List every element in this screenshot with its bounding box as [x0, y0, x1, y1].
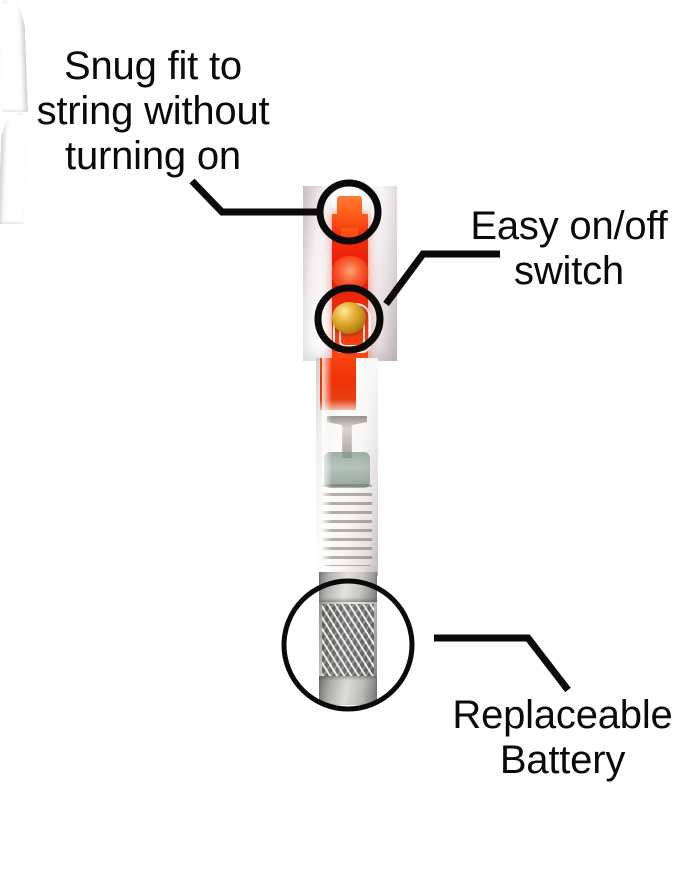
led-glow — [331, 256, 369, 290]
callout-label-snug-fit: Snug fit to string without turning on — [36, 44, 270, 178]
led-chip — [337, 196, 362, 230]
nock-string-groove — [330, 121, 370, 195]
battery-cap-bottom-ring — [319, 676, 377, 705]
callout-label-replaceable-battery: Replaceable Battery — [452, 693, 673, 782]
battery-cap-knurling — [322, 604, 374, 676]
callout-label-on-off-switch: Easy on/off switch — [470, 204, 668, 293]
brass-dome-switch[interactable] — [332, 302, 366, 334]
battery-cap-top-ring — [319, 572, 377, 602]
shaft-highlight — [322, 358, 332, 576]
led-base — [341, 228, 358, 242]
